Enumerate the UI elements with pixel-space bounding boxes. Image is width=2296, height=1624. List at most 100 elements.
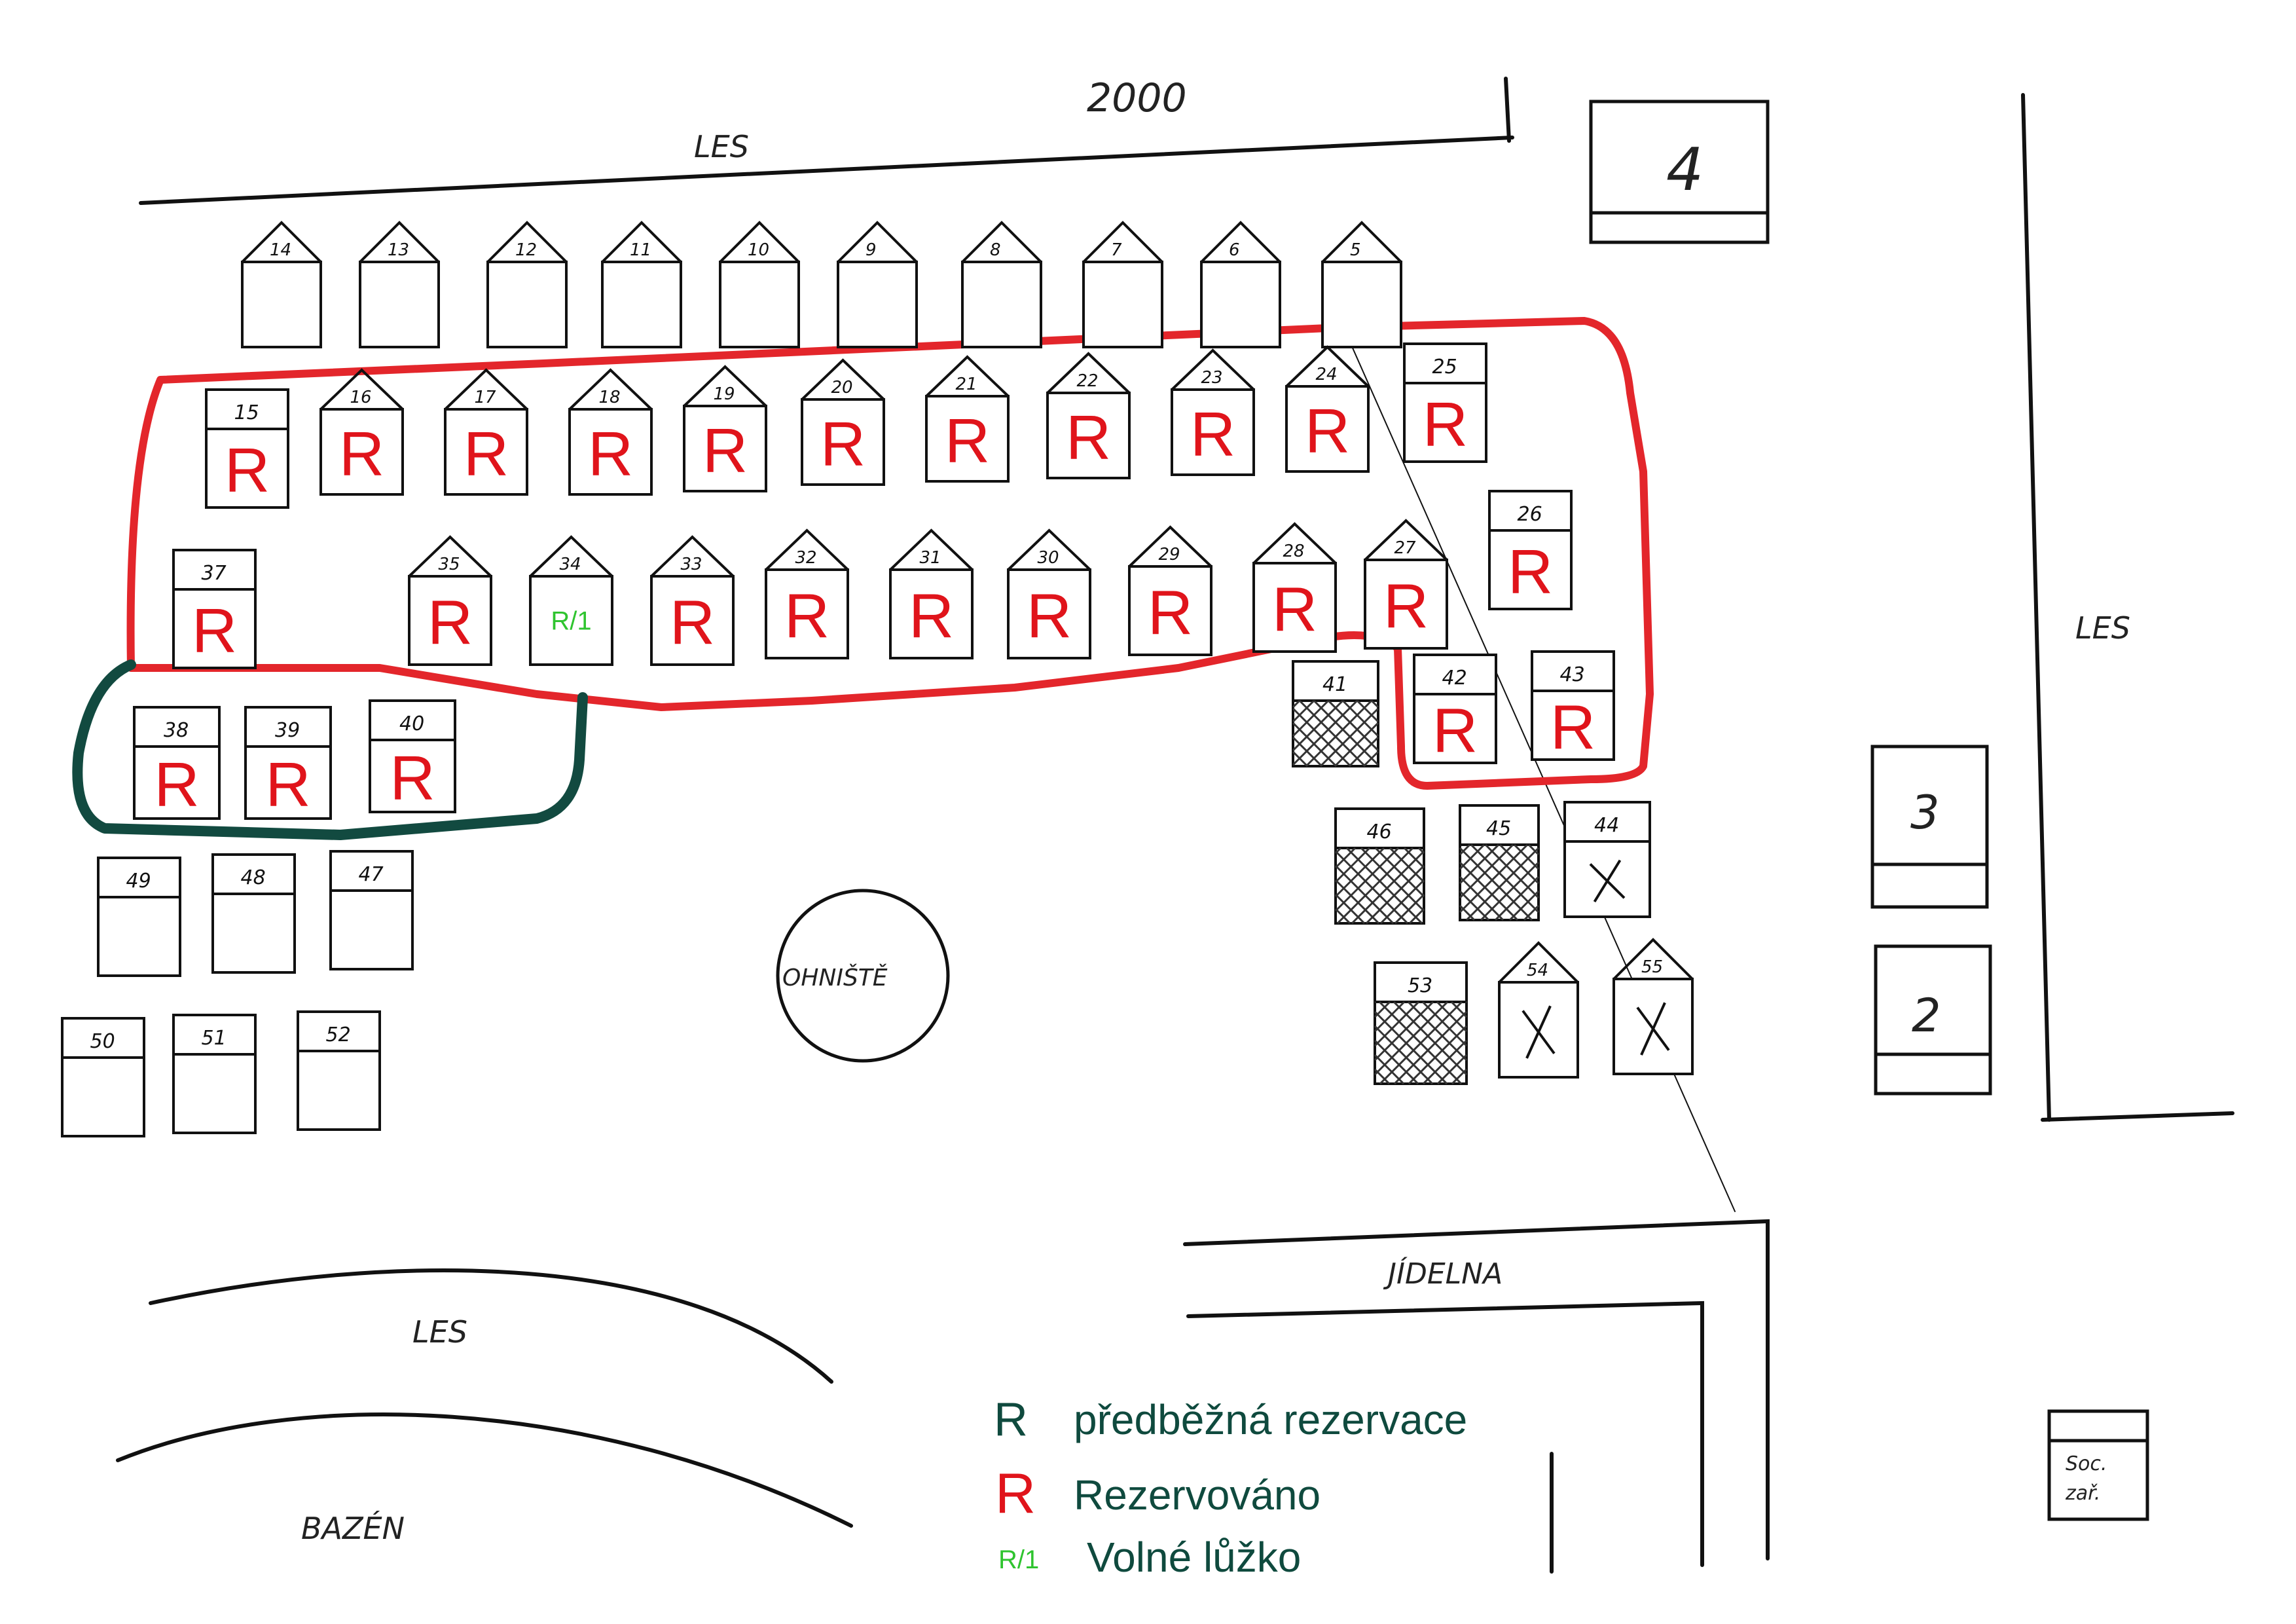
cabin-55[interactable]: 55 — [1613, 938, 1694, 1075]
cabin-number: 15 — [234, 401, 259, 424]
reserved-mark: R — [428, 588, 473, 658]
cabin-49[interactable]: 49 — [97, 857, 181, 977]
cabin-number: 21 — [956, 375, 977, 394]
cabin-20[interactable]: 20R — [801, 358, 885, 486]
cabin-47[interactable]: 47 — [329, 850, 414, 970]
cabin-16[interactable]: 16R — [319, 368, 404, 496]
legend-free-symbol: R/1 — [998, 1545, 1039, 1574]
cabin-number: 43 — [1560, 663, 1585, 686]
cabin-number: 23 — [1201, 368, 1223, 388]
cabin-53[interactable]: 53 — [1374, 961, 1468, 1085]
cabin-13[interactable]: 13 — [359, 221, 440, 348]
cabin-5[interactable]: 5 — [1321, 221, 1402, 348]
reserved-mark: R — [1272, 575, 1317, 645]
cabin-number: 40 — [399, 712, 424, 735]
cabin-28[interactable]: 28R — [1252, 522, 1337, 653]
cabin-number: 38 — [164, 719, 189, 742]
reserved-mark: R — [1305, 396, 1350, 466]
cabin-number: 28 — [1283, 542, 1305, 561]
cabin-45[interactable]: 45 — [1459, 804, 1540, 921]
cabin-37[interactable]: 37R — [172, 549, 257, 669]
cabin-35[interactable]: 35R — [408, 535, 492, 666]
cabin-44[interactable]: 44 — [1563, 801, 1651, 918]
cabin-6[interactable]: 6 — [1200, 221, 1281, 348]
cabin-number: 47 — [359, 863, 384, 886]
forest-label-bottom: LES — [412, 1314, 467, 1350]
cabin-42[interactable]: 42R — [1413, 654, 1497, 766]
reserved-mark: R — [909, 581, 954, 652]
cabin-21[interactable]: 21R — [925, 355, 1010, 483]
reserved-mark: R — [670, 588, 715, 658]
cabin-29[interactable]: 29R — [1128, 525, 1212, 656]
occupied-hatch — [1292, 699, 1379, 767]
cabin-22[interactable]: 22R — [1046, 352, 1131, 479]
cabin-7[interactable]: 7 — [1082, 221, 1163, 348]
cabin-39[interactable]: 39R — [244, 706, 332, 820]
cabin-8[interactable]: 8 — [961, 221, 1042, 348]
cabin-number: 18 — [599, 388, 621, 407]
cabin-24[interactable]: 24R — [1285, 345, 1370, 473]
cabin-15[interactable]: 15R — [205, 388, 289, 509]
cabin-12[interactable]: 12 — [486, 221, 568, 348]
cabin-number: 45 — [1486, 817, 1511, 840]
cabin-19[interactable]: 19R — [683, 365, 767, 492]
cabin-14[interactable]: 14 — [241, 221, 322, 348]
cabin-10[interactable]: 10 — [719, 221, 800, 348]
campfire-circle — [776, 889, 950, 1063]
cabin-33[interactable]: 33R — [650, 535, 735, 666]
cabin-46[interactable]: 46 — [1334, 807, 1425, 925]
cabin-18[interactable]: 18R — [568, 368, 653, 496]
top-road-end — [1504, 77, 1511, 143]
cabin-51[interactable]: 51 — [172, 1014, 257, 1134]
right-road-bottom — [2041, 1111, 2234, 1122]
cabin-number: 39 — [275, 719, 300, 742]
occupied-hatch — [1334, 847, 1425, 925]
cabin-27[interactable]: 27R — [1364, 519, 1448, 650]
cabin-number: 33 — [681, 555, 702, 574]
cabin-32[interactable]: 32R — [765, 528, 849, 659]
cabin-23[interactable]: 23R — [1171, 348, 1255, 476]
forest-label-top: LES — [694, 129, 749, 164]
reserved-mark: R — [390, 743, 435, 813]
dining-line-outer — [1183, 1219, 1770, 1560]
reserved-mark: R — [784, 581, 829, 652]
reserved-mark: R — [1550, 693, 1595, 763]
cabin-17[interactable]: 17R — [444, 368, 528, 496]
reserved-mark: R — [464, 419, 509, 489]
building-2-number: 2 — [1912, 989, 1941, 1043]
social-building — [2047, 1409, 2149, 1521]
cabin-50[interactable]: 50 — [61, 1017, 145, 1137]
cabin-number: 16 — [350, 388, 372, 407]
pending-area-outline — [72, 659, 588, 840]
cabin-number: 31 — [920, 548, 941, 568]
cabin-48[interactable]: 48 — [211, 853, 296, 974]
cabin-54[interactable]: 54 — [1498, 941, 1579, 1079]
cabin-11[interactable]: 11 — [601, 221, 682, 348]
cabin-number: 5 — [1350, 240, 1361, 260]
dining-line-inner — [1186, 1301, 1704, 1567]
cabin-43[interactable]: 43R — [1531, 650, 1615, 763]
reserved-mark: R — [192, 596, 237, 666]
campfire-label: OHNIŠTĚ — [782, 964, 888, 991]
cross-mark — [1589, 859, 1626, 903]
cabin-30[interactable]: 30R — [1007, 528, 1091, 659]
cabin-9[interactable]: 9 — [837, 221, 918, 348]
cabin-26[interactable]: 26R — [1488, 490, 1573, 610]
cabin-52[interactable]: 52 — [297, 1010, 381, 1131]
cabin-25[interactable]: 25R — [1403, 342, 1487, 463]
reserved-mark: R — [1190, 399, 1235, 470]
cabin-number: 11 — [630, 240, 651, 260]
cabin-34[interactable]: 34R/1 — [529, 535, 613, 666]
building-4 — [1589, 100, 1770, 244]
cabin-40[interactable]: 40R — [369, 699, 456, 813]
cabin-31[interactable]: 31R — [889, 528, 974, 659]
cabin-number: 54 — [1527, 961, 1548, 980]
legend: R předběžná rezervace R Rezervováno R/1 … — [994, 1393, 1467, 1581]
cabin-38[interactable]: 38R — [133, 706, 221, 820]
building-2 — [1874, 944, 1992, 1096]
cabin-number: 25 — [1432, 356, 1457, 378]
cabin-41[interactable]: 41 — [1292, 660, 1379, 767]
